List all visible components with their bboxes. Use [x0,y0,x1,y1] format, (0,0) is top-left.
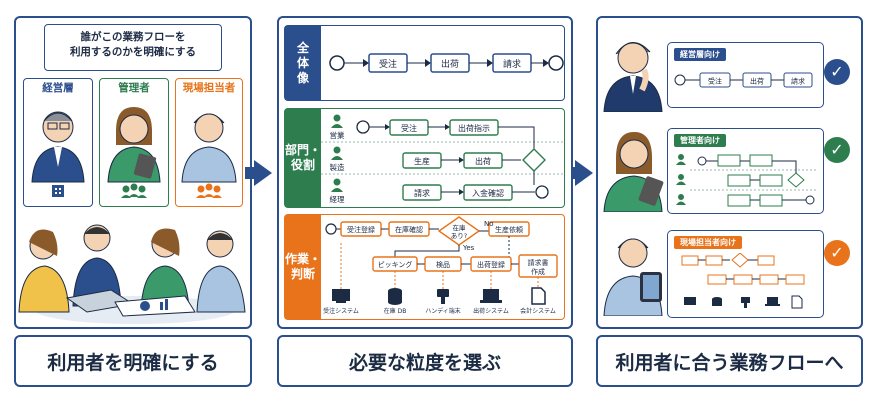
task-step-label: 検品 [436,260,450,269]
dept-label-sales: 営業 [330,130,345,140]
overview-flow: 受注 出荷 請求 [329,53,564,73]
caption-left: 利用者を明確にする [14,335,252,387]
manager-tablet-person [603,132,664,212]
department-label-1: 部門・ [285,143,322,157]
overview-node-label: 請求 [503,58,521,70]
overview-label-2: 体 [296,55,309,70]
dept-node-label: 出荷指示 [458,123,490,133]
overview-label-3: 像 [296,70,309,85]
arrow-right-icon [566,160,593,186]
staff-person-icon [181,113,237,198]
dept-node-label: 生産 [414,156,430,166]
decision-label: 在庫 [453,223,467,232]
laptop-icon [483,289,499,300]
role-card-executive: 経営層 [23,78,93,207]
task-step-label: 作成 [531,267,545,276]
manager-mini-swimlane [676,154,818,207]
decision-label: あり? [451,232,467,240]
executive-flow-card: 経営層向け 受注 出荷 請求 [667,42,824,108]
dept-node-label: 受注 [401,123,417,133]
system-label: 出荷システム [473,307,509,315]
department-label-2: 役割 [290,158,315,172]
system-label: 在庫 DB [384,307,407,315]
system-label: 会計システム [520,307,556,315]
role-label-manager: 管理者 [118,82,150,94]
task-step-label: 受注登録 [347,225,375,234]
handheld-scanner-icon [741,297,750,303]
task-label-1: 作業・ [285,252,322,266]
role-card-staff: 現場担当者 [175,78,243,207]
executive-mini-flow: 受注 出荷 請求 [674,72,813,88]
dept-label-accounting: 経理 [330,194,345,204]
yes-label: Yes [462,244,475,252]
dept-label-manufacturing: 製造 [330,162,345,172]
no-label: No [484,220,494,228]
check-icon: ✓ [824,240,850,266]
executive-view-tag: 経営層向け [674,48,726,61]
staff-tablet-person [603,238,663,316]
department-swimlane-flow: 営業 製造 経理 受注 出荷指示 生産 出荷 請求 入金確認 [321,114,564,204]
laptop-icon [767,297,778,304]
overview-node-label: 出荷 [441,58,459,70]
granularity-department: 部門・ 役割 営業 製造 経理 受注 出荷指示 生産 出荷 請求 入金確認 [284,108,565,208]
computer-icon [332,289,350,301]
question-line-2: 利用するのかを明確にする [69,46,197,58]
task-side-label: 作業・ 判断 [285,215,321,319]
overview-side-label: 全 体 像 [285,26,321,100]
dept-node-label: 入金確認 [472,188,504,198]
granularity-overview: 全 体 像 受注 出荷 請求 [284,25,565,101]
role-label-executive: 経営層 [42,82,74,94]
dept-node-label: 出荷 [475,156,491,166]
mini-node-label: 請求 [791,77,805,86]
handheld-scanner-icon [437,289,449,297]
granularity-task: 作業・ 判断 受注登録 在庫確認 在庫 あり? 生産依頼 [284,214,565,320]
manager-flow-card: 管理者向け [667,128,824,214]
question-line-1: 誰がこの業務フローを [80,31,186,43]
dept-node-label: 請求 [414,188,430,198]
task-label-2: 判断 [290,267,315,281]
caption-right: 利用者に合う業務フローへ [596,335,863,387]
system-label: 受注システム [323,307,359,315]
task-step-label: 在庫確認 [395,225,423,234]
document-icon [531,287,546,305]
manager-view-tag: 管理者向け [674,134,726,147]
overview-label-1: 全 [296,40,309,55]
question-box: 誰がこの業務フローを 利用するのかを明確にする [44,24,222,71]
task-step-label: 生産依頼 [495,225,523,234]
check-icon: ✓ [824,137,850,163]
task-step-label: ピッキング [378,260,413,269]
task-step-label: 請求書 [528,258,549,267]
manager-person-icon [107,107,161,198]
mini-node-label: 出荷 [750,77,764,86]
check-icon: ✓ [824,59,850,85]
staff-mini-detailed-flow [681,253,805,309]
overview-node-label: 受注 [379,58,397,70]
executive-person-icon [31,111,85,197]
team-meeting-illustration [18,224,246,324]
role-card-manager: 管理者 [99,78,169,207]
department-side-label: 部門・ 役割 [285,109,321,207]
caption-middle: 必要な粒度を選ぶ [277,335,573,387]
executive-thinking-person [603,42,663,112]
document-icon [791,295,803,309]
system-label: ハンディ端末 [425,307,461,315]
role-label-staff: 現場担当者 [182,82,236,94]
task-detail-flow: 受注登録 在庫確認 在庫 あり? 生産依頼 No Yes ピッキング 検品 出荷… [323,216,558,315]
staff-flow-card: 現場担当者向け [667,230,824,318]
computer-icon [684,297,696,305]
mini-node-label: 受注 [708,77,722,86]
staff-view-tag: 現場担当者向け [674,236,742,249]
arrow-right-icon [245,160,272,186]
task-step-label: 出荷登録 [477,260,505,269]
